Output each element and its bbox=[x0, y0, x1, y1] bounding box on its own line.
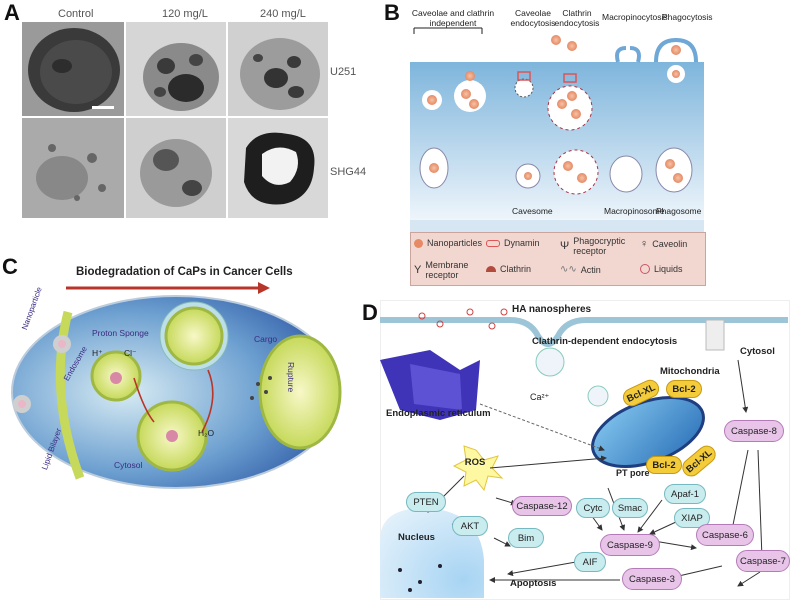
label-proton-sponge: Proton Sponge bbox=[92, 328, 149, 338]
nanoparticle-icon bbox=[414, 238, 423, 248]
legend-label: Liquids bbox=[654, 264, 683, 274]
label-er: Endoplasmic reticulum bbox=[386, 408, 491, 419]
node-xiap: XIAP bbox=[674, 508, 710, 528]
node-caspase7: Caspase-7 bbox=[736, 550, 790, 572]
clathrin-icon bbox=[486, 266, 496, 272]
column-label-240: 240 mg/L bbox=[260, 8, 306, 20]
legend-label: Membrane receptor bbox=[425, 260, 469, 280]
column-label-120: 120 mg/L bbox=[162, 8, 208, 20]
tem-control-shg44 bbox=[22, 118, 124, 218]
legend-label: Clathrin bbox=[500, 264, 532, 274]
tem-120-shg44 bbox=[126, 118, 226, 218]
node-aif: AIF bbox=[574, 552, 606, 572]
panel-c-title: Biodegradation of CaPs in Cancer Cells bbox=[76, 266, 293, 278]
caveolin-icon: ♀ bbox=[640, 238, 649, 250]
phagocytic-receptor-icon: Ψ bbox=[560, 240, 570, 252]
label-rupture: Rupture bbox=[286, 362, 296, 393]
legend-label: Phagocryptic receptor bbox=[573, 236, 626, 256]
legend-item: Liquids bbox=[640, 264, 702, 274]
pathway-label-macropinocytosis: Macropinocytosis bbox=[602, 12, 668, 22]
panel-b-letter: B bbox=[384, 0, 400, 25]
node-cytc: Cytc bbox=[576, 498, 610, 518]
node-bcl2-1: Bcl-2 bbox=[666, 380, 702, 398]
column-label-control: Control bbox=[58, 8, 94, 20]
label-cytosol-d: Cytosol bbox=[740, 346, 775, 357]
tem-120-u251 bbox=[126, 22, 226, 116]
panel-d-frame bbox=[380, 300, 790, 600]
tem-240-shg44 bbox=[228, 118, 328, 218]
legend-item: Nanoparticles bbox=[414, 238, 484, 248]
legend-label: Dynamin bbox=[504, 238, 540, 248]
label-cl-minus: Cl⁻ bbox=[124, 348, 137, 358]
node-caspase12: Caspase-12 bbox=[512, 496, 572, 516]
legend-item: Ψ Phagocryptic receptor bbox=[560, 236, 634, 256]
label-cytosol-c: Cytosol bbox=[114, 460, 143, 470]
legend-item: ∿∿ Actin bbox=[560, 264, 634, 275]
row-label-u251: U251 bbox=[330, 66, 357, 78]
node-bim: Bim bbox=[508, 528, 544, 548]
legend-label: Caveolin bbox=[652, 239, 688, 249]
row-label-shg44: SHG44 bbox=[330, 166, 367, 178]
caps-biodegradation-diagram bbox=[11, 282, 342, 489]
node-akt: AKT bbox=[452, 516, 488, 536]
endocytosis-pathways-diagram bbox=[410, 27, 704, 232]
label-nucleus: Nucleus bbox=[398, 532, 435, 543]
legend-label: Actin bbox=[580, 264, 601, 275]
label-pt-pore: PT pore bbox=[616, 468, 650, 478]
compartment-label-macropinosome: Macropinosome bbox=[604, 206, 665, 216]
tem-control-u251 bbox=[22, 22, 124, 116]
legend-item: Y Membrane receptor bbox=[414, 260, 484, 280]
actin-icon: ∿∿ bbox=[560, 264, 577, 275]
node-ros: ROS bbox=[464, 456, 486, 468]
label-apoptosis: Apoptosis bbox=[510, 578, 557, 589]
node-bcl2-2: Bcl-2 bbox=[646, 456, 682, 474]
node-caspase3: Caspase-3 bbox=[622, 568, 682, 590]
label-cargo: Cargo bbox=[254, 334, 278, 344]
pathway-label-caveolae: Caveolae endocytosis bbox=[510, 8, 556, 28]
label-clathrin-endocytosis: Clathrin-dependent endocytosis bbox=[532, 336, 678, 347]
compartment-label-cavesome: Cavesome bbox=[512, 206, 553, 216]
node-pten: PTEN bbox=[406, 492, 446, 512]
legend-label: Nanoparticles bbox=[427, 238, 483, 248]
legend-item: Dynamin bbox=[486, 238, 558, 248]
panel-c-letter: C bbox=[2, 254, 18, 279]
label-h-plus: H⁺ bbox=[92, 348, 103, 358]
compartment-label-phagosome: Phagosome bbox=[656, 206, 702, 216]
label-ha-nanospheres: HA nanospheres bbox=[512, 304, 592, 315]
dynamin-icon bbox=[486, 239, 500, 247]
panel-a-letter: A bbox=[4, 0, 20, 25]
liquids-icon bbox=[640, 264, 650, 274]
pathway-label-phagocytosis: Phagocytosis bbox=[662, 12, 713, 22]
node-smac: Smac bbox=[612, 498, 648, 518]
membrane-receptor-icon: Y bbox=[414, 264, 422, 276]
label-mitochondria: Mitochondria bbox=[660, 366, 720, 377]
panel-d-letter: D bbox=[362, 300, 378, 325]
label-ca: Ca²⁺ bbox=[530, 392, 550, 402]
node-caspase8: Caspase-8 bbox=[724, 420, 784, 442]
legend-panel bbox=[410, 232, 706, 286]
legend-item: ♀ Caveolin bbox=[640, 238, 702, 250]
node-apaf1: Apaf-1 bbox=[664, 484, 706, 504]
node-caspase6: Caspase-6 bbox=[696, 524, 754, 546]
tem-240-u251 bbox=[228, 22, 328, 116]
pathway-label-clathrin: Clathrin endocytosis bbox=[554, 8, 600, 28]
label-h2o: H₂O bbox=[198, 428, 215, 438]
legend-item: Clathrin bbox=[486, 264, 558, 274]
node-caspase9: Caspase-9 bbox=[600, 534, 660, 556]
pathway-label-independent: Caveolae and clathrin independent bbox=[411, 8, 495, 28]
